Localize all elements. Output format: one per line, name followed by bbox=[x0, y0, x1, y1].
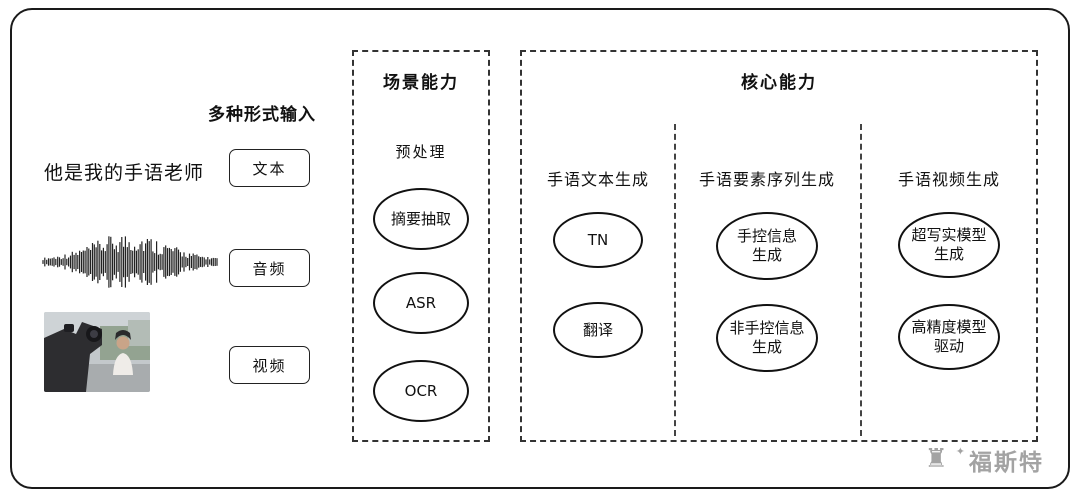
text-input-example: 他是我的手语老师 bbox=[44, 162, 205, 184]
input-type-text-box: 文本 bbox=[229, 149, 310, 187]
node-asr: ASR bbox=[373, 272, 469, 334]
node-non-manual-info-generation: 非手控信息 生成 bbox=[716, 304, 818, 372]
column-title: 手语文本生成 bbox=[546, 170, 649, 189]
input-type-audio-box: 音频 bbox=[229, 249, 310, 287]
scene-capability-panel: 场景能力 预处理 摘要抽取 ASR OCR bbox=[352, 50, 490, 442]
preprocess-label: 预处理 bbox=[395, 143, 447, 161]
sparkle-icon: ✦ bbox=[955, 444, 967, 458]
column-title: 手语视频生成 bbox=[897, 170, 1000, 189]
watermark: ♜ ✦ 福斯特 bbox=[924, 443, 1044, 477]
video-example-photo bbox=[44, 312, 150, 392]
node-tn: TN bbox=[553, 212, 643, 268]
waveform-icon bbox=[42, 236, 218, 288]
column-divider-2 bbox=[860, 124, 862, 436]
input-section-title: 多种形式输入 bbox=[208, 105, 316, 125]
node-hyperreal-model-generation: 超写实模型 生成 bbox=[898, 212, 1000, 278]
node-summary-extraction: 摘要抽取 bbox=[373, 188, 469, 250]
scene-panel-title: 场景能力 bbox=[383, 73, 459, 93]
audio-waveform-image bbox=[42, 234, 218, 290]
photo-illustration-icon bbox=[44, 312, 150, 392]
rook-logo-icon: ♜ bbox=[924, 444, 950, 474]
input-type-video-box: 视频 bbox=[229, 346, 310, 384]
watermark-text: 福斯特 bbox=[969, 450, 1044, 476]
column-sign-video-generation: 手语视频生成 超写实模型 生成 高精度模型 驱动 bbox=[860, 154, 1038, 426]
column-title: 手语要素序列生成 bbox=[698, 170, 835, 189]
core-capability-panel: 核心能力 手语文本生成 TN 翻译 手语要素序列生成 手控信息 生成 非手控信息… bbox=[520, 50, 1038, 442]
core-panel-title: 核心能力 bbox=[741, 73, 817, 93]
diagram-outer-border bbox=[10, 8, 1070, 489]
column-divider-1 bbox=[674, 124, 676, 436]
node-manual-info-generation: 手控信息 生成 bbox=[716, 212, 818, 280]
node-high-precision-model-driving: 高精度模型 驱动 bbox=[898, 304, 1000, 370]
column-sign-text-generation: 手语文本生成 TN 翻译 bbox=[522, 154, 674, 426]
node-ocr: OCR bbox=[373, 360, 469, 422]
column-sign-element-sequence-generation: 手语要素序列生成 手控信息 生成 非手控信息 生成 bbox=[674, 154, 860, 426]
node-translation: 翻译 bbox=[553, 302, 643, 358]
